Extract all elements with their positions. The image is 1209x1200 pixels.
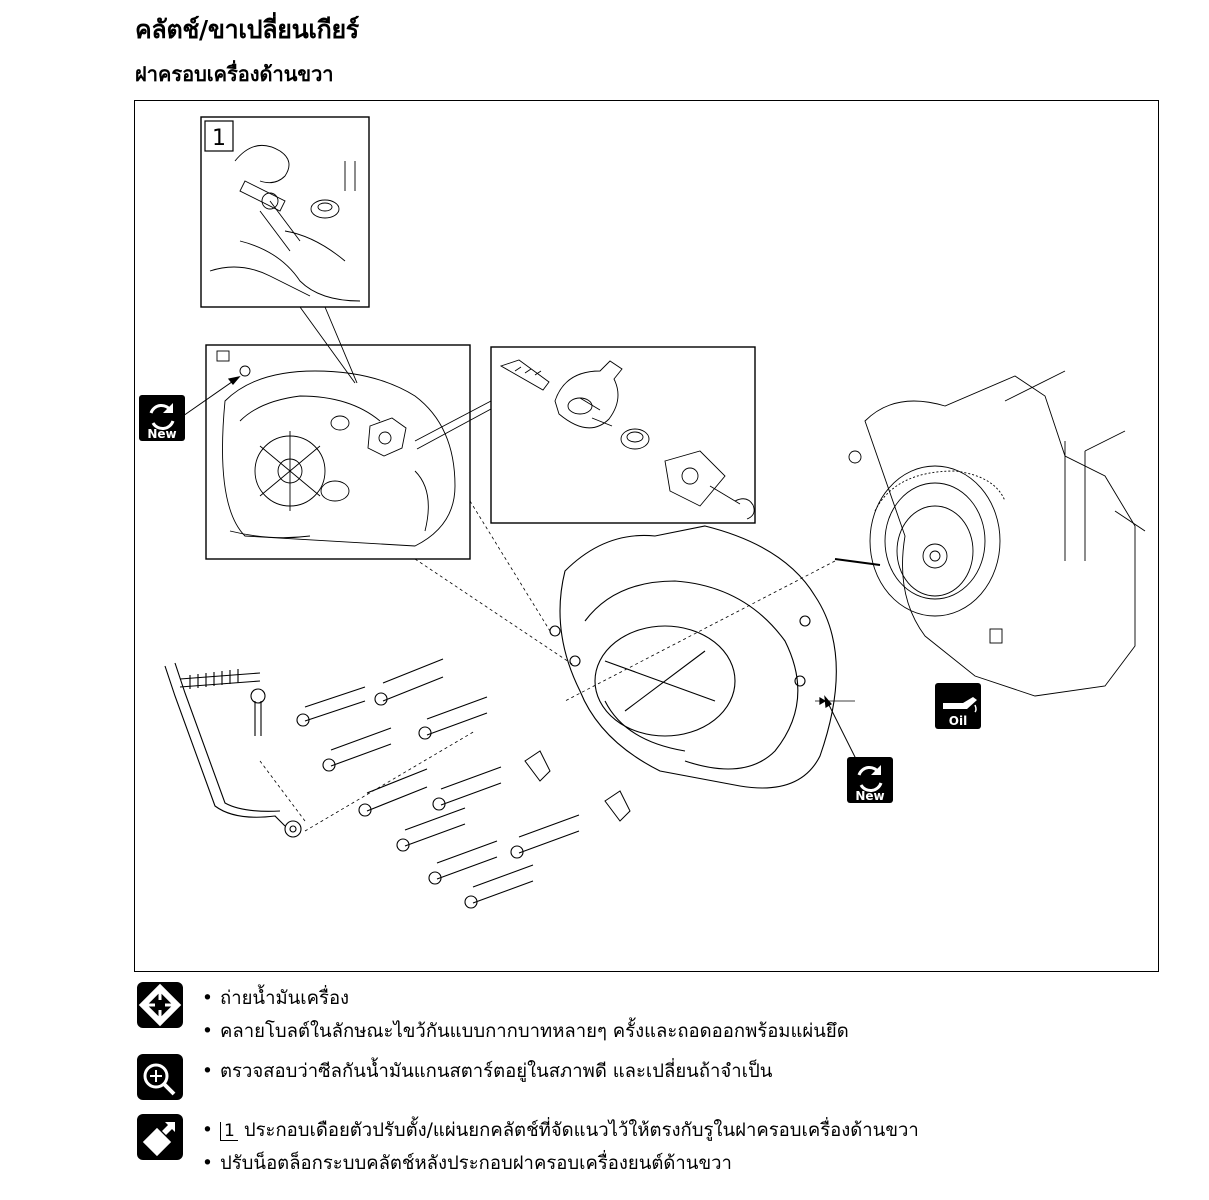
section-subtitle: ฝาครอบเครื่องด้านขวา	[135, 62, 334, 86]
oil-badge-icon: Oil	[935, 683, 981, 729]
new-badge-left-icon: New	[139, 395, 185, 441]
removal-step-2: •คลายโบลต์ในลักษณะไขว้กันแบบกากบาทหลายๆ …	[202, 1021, 849, 1042]
detail-box-1	[200, 116, 370, 308]
detail-label-1: 1	[212, 126, 226, 151]
right-crankcase-cover	[549, 525, 837, 789]
cover-sketch	[216, 350, 456, 547]
gearshift-pedal	[164, 662, 302, 838]
removal-step-1: •ถ่ายน้ำมันเครื่อง	[202, 988, 350, 1009]
detail-box-lifter	[490, 346, 756, 524]
detail-box-cover	[205, 344, 471, 560]
installation-icon	[137, 1114, 183, 1160]
detail-1-sketch	[209, 144, 361, 302]
cover-bolts	[250, 658, 580, 909]
installation-step-2: •ปรับน็อตล็อกระบบคลัตช์หลังประกอบฝาครอบเ…	[202, 1153, 732, 1174]
engine-clutch-assembly	[834, 370, 1146, 697]
page-title: คลัตช์/ขาเปลี่ยนเกียร์	[135, 15, 359, 44]
lifter-sketch	[499, 359, 755, 520]
inspection-step-1: •ตรวจสอบว่าซีลกันน้ำมันแกนสตาร์ตอยู่ในสภ…	[202, 1061, 773, 1082]
removal-icon	[137, 982, 183, 1028]
exploded-view-figure: 1 New New Oil	[134, 100, 1159, 972]
detail-reference-1: 1	[220, 1122, 238, 1141]
new-badge-right-icon: New	[847, 757, 893, 803]
oil-badge-label: Oil	[949, 714, 967, 728]
new-badge-left-label: New	[147, 427, 176, 441]
inspection-icon	[137, 1054, 183, 1100]
exploded-view-drawing: 1 New New Oil	[139, 116, 1146, 909]
new-badge-right-label: New	[855, 789, 884, 803]
